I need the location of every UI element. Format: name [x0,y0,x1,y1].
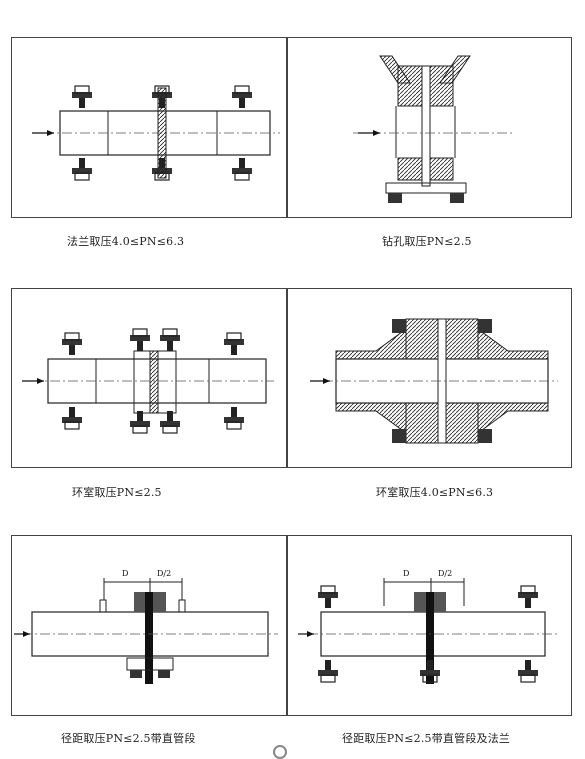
panel-radius-tap: D D/2 [11,535,287,716]
caption-radius-tap: 径距取压PN≤2.5带直管段 [61,732,196,745]
panel-ring-chamber-high [287,288,572,468]
caption-radius-tap-flange: 径距取压PN≤2.5带直管段及法兰 [342,732,511,745]
caption-flange-tap: 法兰取压4.0≤PN≤6.3 [67,235,185,248]
ring-chamber-drawing [22,328,274,434]
panel-drill-tap [287,37,572,218]
radius-tap-flange-drawing: D D/2 [298,569,560,684]
panel-flange-tap [11,37,287,218]
dim-D-half-2: D/2 [438,569,452,578]
panel-radius-tap-flange: D D/2 [287,535,572,716]
dim-D-half: D/2 [157,569,171,578]
dim-D: D [122,569,128,578]
dim-D-2: D [403,569,409,578]
caption-ring-chamber: 环室取压PN≤2.5 [72,486,162,499]
radius-tap-drawing: D D/2 [14,569,278,684]
ring-chamber-high-drawing [310,318,558,444]
panel-ring-chamber [11,288,287,468]
flange-tap-drawing [32,85,280,181]
scroll-handle[interactable] [273,745,287,759]
drill-tap-drawing [353,55,513,203]
caption-ring-chamber-high: 环室取压4.0≤PN≤6.3 [376,486,494,499]
caption-drill-tap: 钻孔取压PN≤2.5 [382,235,472,248]
